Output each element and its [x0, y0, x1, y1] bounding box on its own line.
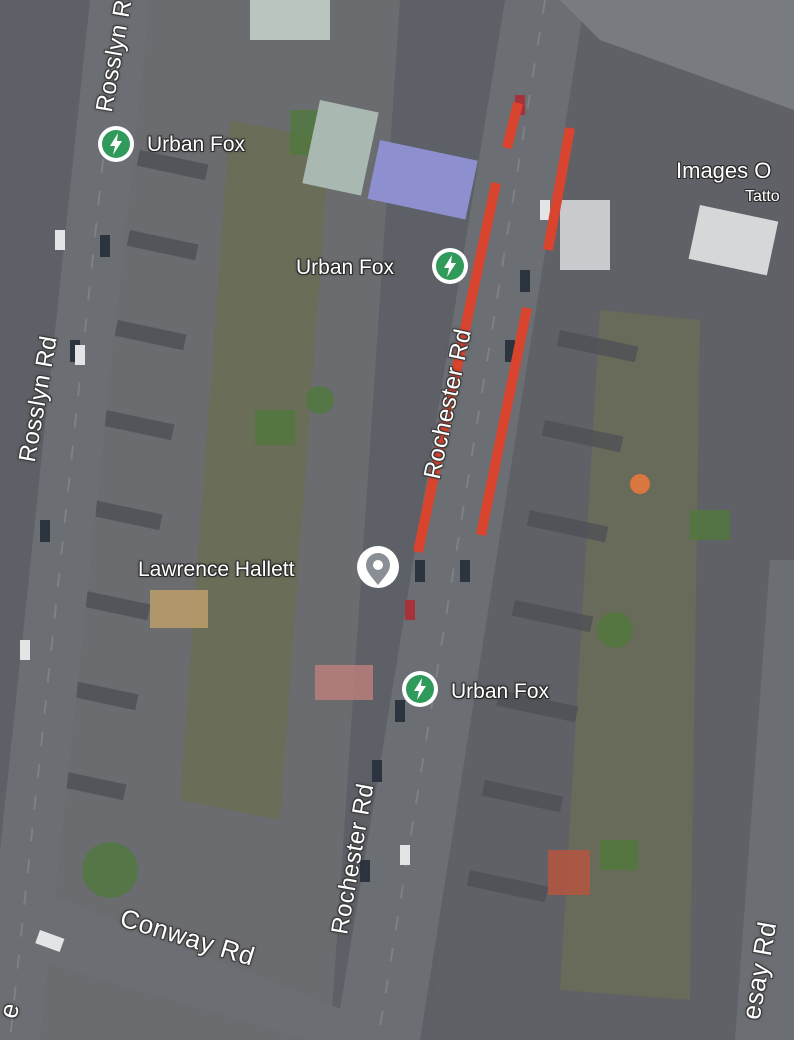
business-label-subtitle: Tatto — [745, 188, 780, 205]
business-label-name[interactable]: Images O — [676, 158, 772, 183]
highlight-line — [502, 101, 523, 150]
place-label-urban-fox[interactable]: Urban Fox — [296, 256, 395, 279]
place-label-urban-fox[interactable]: Urban Fox — [451, 680, 550, 703]
highlight-line — [476, 307, 532, 536]
place-label-lawrence-hallett[interactable]: Lawrence Hallett — [138, 558, 295, 581]
highlight-line — [543, 127, 575, 251]
place-label-urban-fox[interactable]: Urban Fox — [147, 133, 246, 156]
ev-charging-icon[interactable] — [97, 125, 135, 163]
ev-charging-icon[interactable] — [431, 247, 469, 285]
highlight-line — [413, 181, 501, 554]
ev-charging-icon[interactable] — [401, 670, 439, 708]
location-pin-icon[interactable] — [356, 545, 400, 593]
